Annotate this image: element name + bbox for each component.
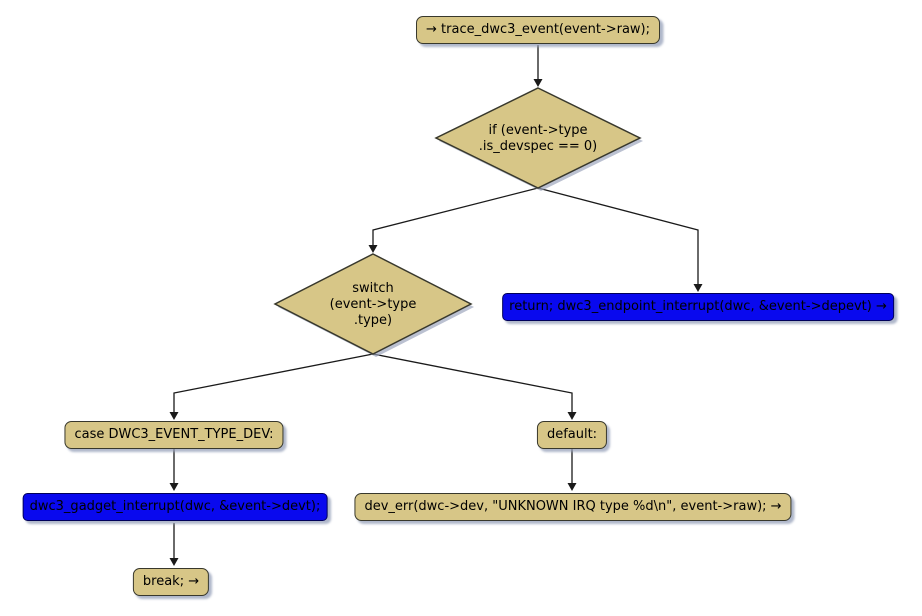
edge-gadget-to-break [169,523,179,566]
edge-if-to-return [537,187,703,292]
activity-case-dwc3-event-type-dev: case DWC3_EVENT_TYPE_DEV: [64,421,284,449]
edge-switch-to-case [169,353,374,420]
switch-condition-diamond [273,253,474,357]
activity-return-endpoint-interrupt: return; dwc3_endpoint_interrupt(dwc, &ev… [502,293,894,321]
switch-condition-label: switch (event->type .type) [329,281,417,328]
edge-start-to-if [533,45,543,87]
activity-dev-err: dev_err(dwc->dev, "UNKNOWN IRQ type %d\n… [354,493,792,521]
if-condition-diamond [434,87,643,191]
edge-if-to-switch [368,187,539,253]
edge-default-to-deverr [567,448,577,491]
activity-default-case: default: [536,421,608,449]
activity-break: break; → [132,568,210,596]
if-condition-label: if (event->type .is_devspec == 0) [478,123,598,154]
edge-case-to-gadget [169,448,179,491]
edge-switch-to-default [372,353,577,420]
activity-gadget-interrupt: dwc3_gadget_interrupt(dwc, &event->devt)… [22,493,328,521]
activity-trace-dwc3-event: → trace_dwc3_event(event->raw); [416,16,660,44]
